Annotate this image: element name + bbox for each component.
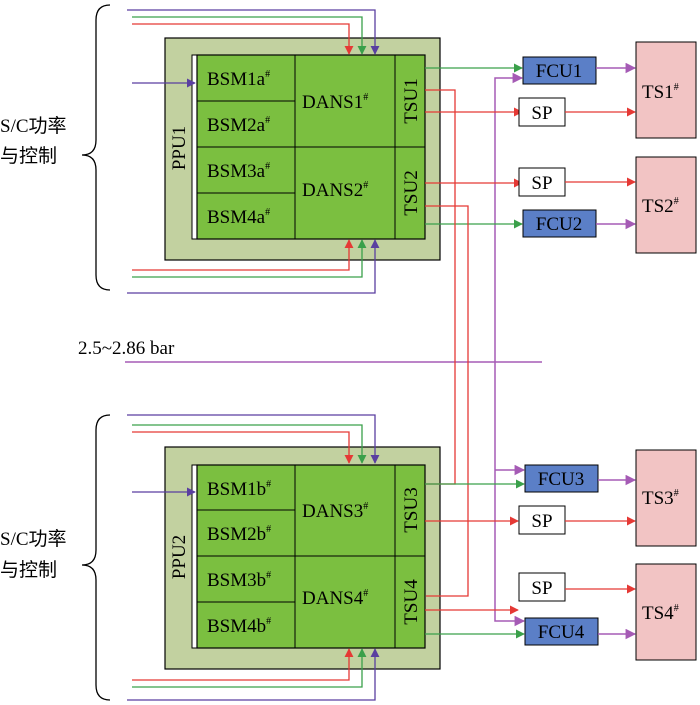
ts3-label: TS3#: [642, 488, 679, 509]
ppu2-label: PPU2: [169, 535, 190, 579]
pressure-label: 2.5~2.86 bar: [78, 338, 175, 359]
bsm1a-label: BSM1a#: [207, 69, 270, 90]
sp1-label: SP: [531, 103, 552, 124]
tsu2-label: TSU2: [401, 170, 422, 215]
bsm1b-label: BSM1b#: [207, 479, 271, 500]
bsm2a-label: BSM2a#: [207, 115, 270, 136]
ts1-box: [635, 41, 697, 139]
sp2-box: [518, 167, 566, 197]
sp4-box: [518, 572, 566, 602]
fcu4-label: FCU4: [538, 622, 585, 643]
dans2-label: DANS2#: [302, 180, 368, 201]
bsm4a-label: BSM4a#: [207, 207, 270, 228]
ts3-box: [635, 449, 697, 547]
fcu4-box: [524, 617, 599, 646]
sc-control-label-2b: 与控制: [0, 559, 57, 581]
dans4-label: DANS4#: [302, 588, 368, 609]
ppu1-label: PPU1: [169, 126, 190, 170]
ts1-label: TS1#: [642, 82, 679, 103]
fcu1-box: [522, 56, 597, 85]
dans1-label: DANS1#: [302, 92, 368, 113]
tsu3-label: TSU3: [401, 487, 422, 532]
sp3-label: SP: [531, 511, 552, 532]
brace-bottom: [81, 414, 111, 701]
sp1-box: [518, 97, 566, 127]
sp3-box: [518, 505, 566, 535]
tsu4-label: TSU4: [401, 579, 422, 625]
ts2-box: [635, 156, 697, 254]
tsu1-label: TSU1: [401, 78, 422, 123]
bsm4b-label: BSM4b#: [207, 616, 271, 637]
ts4-box: [635, 563, 697, 661]
sc-control-label-1a: S/C功率: [0, 115, 67, 137]
sc-control-label-1b: 与控制: [0, 145, 57, 167]
fcu3-box: [524, 464, 599, 493]
bsm3a-label: BSM3a#: [207, 161, 270, 182]
bsm3b-label: BSM3b#: [207, 570, 271, 591]
ts4-label: TS4#: [642, 603, 679, 624]
sc-control-label-2a: S/C功率: [0, 528, 67, 550]
sp4-label: SP: [531, 578, 552, 599]
bsm2b-label: BSM2b#: [207, 524, 271, 545]
fcu2-label: FCU2: [536, 214, 582, 235]
fcu3-label: FCU3: [538, 469, 584, 490]
fcu1-label: FCU1: [536, 61, 582, 82]
ts2-label: TS2#: [642, 196, 679, 217]
brace-top: [81, 4, 111, 291]
sp2-label: SP: [531, 173, 552, 194]
dans3-label: DANS3#: [302, 501, 368, 522]
